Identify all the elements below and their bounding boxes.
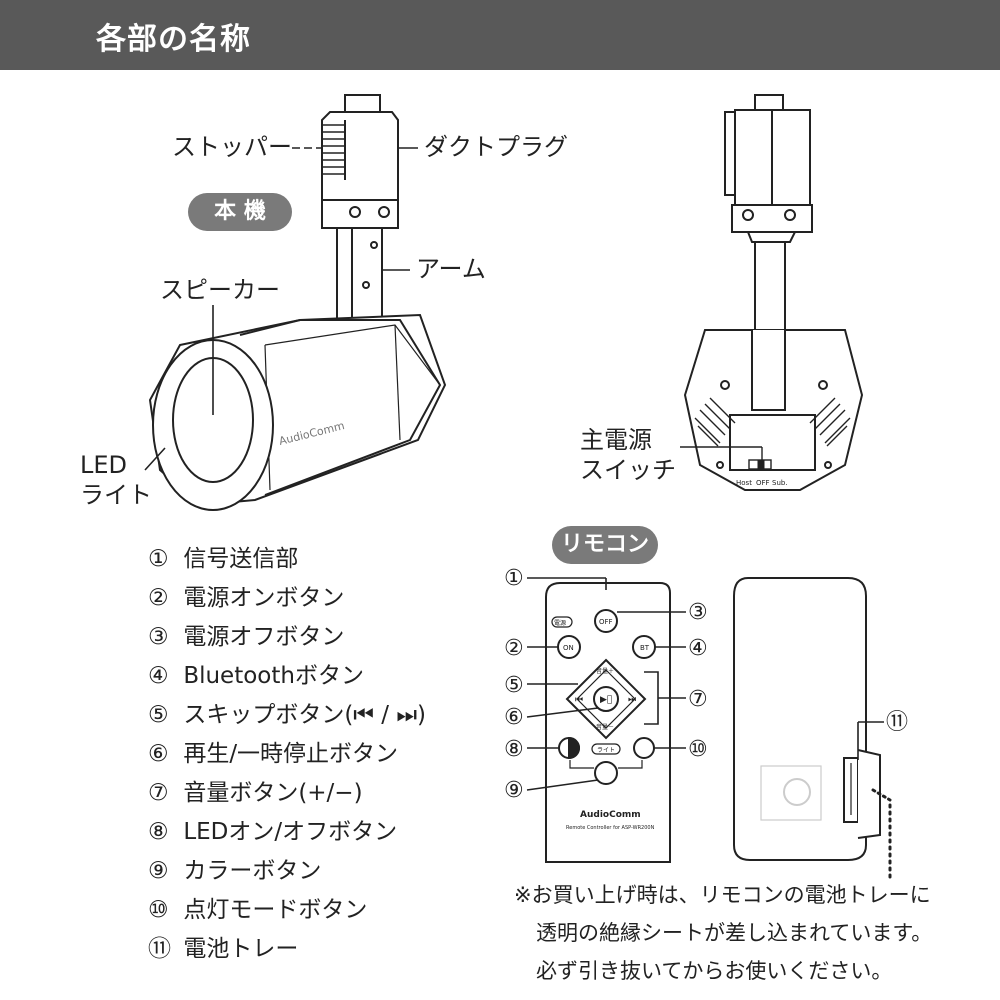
volume-down-button: 音量－ [596, 723, 614, 731]
callout-7: ⑦ [688, 687, 708, 712]
switch-label-sub: Sub. [772, 479, 788, 487]
list-item: ⑩ 点灯モードボタン [148, 897, 368, 923]
bt-button: BT [640, 644, 650, 652]
label-led-line2: ライト [80, 481, 152, 509]
note-line-1: ※お買い上げ時は、リモコンの電池トレーに [514, 883, 931, 907]
switch-label-off: OFF [756, 479, 770, 487]
label-speaker: スピーカー [160, 276, 280, 304]
list-item: ⑤ スキップボタン(⏮ / ⏭) [148, 702, 427, 728]
list-item: ⑦ 音量ボタン(+/−) [148, 780, 363, 806]
callout-1: ① [504, 566, 524, 591]
skip-forward-icon: ⏭ [628, 695, 636, 705]
switch-label-host: Host [736, 479, 752, 487]
label-duct-plug: ダクトプラグ [424, 133, 568, 161]
battery-note: ※お買い上げ時は、リモコンの電池トレーに 透明の絶縁シートが差し込まれています。… [514, 876, 932, 990]
label-stopper: ストッパー [172, 133, 292, 161]
main-unit-back-illustration [680, 94, 864, 491]
list-item: ⑪ 電池トレー [148, 936, 299, 962]
list-item: ⑥ 再生/一時停止ボタン [148, 741, 399, 767]
parts-list: ① 信号送信部 ② 電源オンボタン ③ 電源オフボタン ④ Bluetoothボ… [148, 540, 426, 969]
play-pause-icon: ▶ॉ [600, 695, 612, 705]
callout-6: ⑥ [504, 705, 524, 730]
callout-10: ⑩ [688, 737, 708, 762]
callout-2: ② [504, 636, 524, 661]
list-item: ③ 電源オフボタン [148, 624, 345, 650]
label-arm: アーム [416, 255, 486, 283]
callout-8: ⑧ [504, 737, 524, 762]
list-item: ④ Bluetoothボタン [148, 663, 364, 689]
main-unit-badge: 本 機 [188, 193, 292, 231]
label-led-line1: LED [80, 451, 128, 479]
list-item: ⑧ LEDオン/オフボタン [148, 819, 398, 845]
note-line-2: 透明の絶縁シートが差し込まれています。 [536, 921, 933, 945]
remote-badge: リモコン [552, 526, 658, 564]
callout-4: ④ [688, 636, 708, 661]
remote-brand: AudioComm [580, 810, 641, 820]
skip-back-icon: ⏮ [575, 695, 583, 705]
remote-back-illustration [733, 577, 881, 861]
callout-5: ⑤ [504, 673, 524, 698]
callout-11: ⑪ [886, 710, 908, 735]
label-main-switch-line1: 主電源 [580, 426, 652, 454]
remote-model: Remote Controller for ASP-WR200N [566, 825, 655, 831]
list-item: ① 信号送信部 [148, 546, 299, 572]
callout-3: ③ [688, 600, 708, 625]
main-unit-front-illustration [144, 94, 447, 511]
remote-front-illustration [545, 582, 671, 863]
power-label: 電源 [554, 619, 566, 627]
page-title: 各部の名称 [96, 22, 251, 57]
list-item: ② 電源オンボタン [148, 585, 345, 611]
off-button: OFF [599, 618, 613, 626]
header-bar: 各部の名称 [0, 0, 1000, 70]
callout-9: ⑨ [504, 778, 524, 803]
note-line-3: 必ず引き抜いてからお使いください。 [536, 959, 893, 983]
on-button: ON [563, 644, 574, 652]
label-main-switch-line2: スイッチ [580, 456, 676, 484]
list-item: ⑨ カラーボタン [148, 858, 322, 884]
volume-up-button: 音量＋ [596, 667, 614, 675]
light-label: ライト [597, 747, 615, 754]
